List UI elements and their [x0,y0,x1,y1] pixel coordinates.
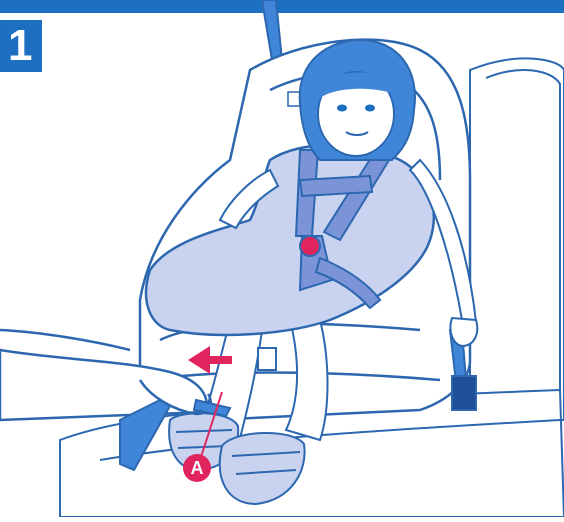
callout-label-a: A [191,458,204,478]
harness-buckle [300,236,320,256]
step-number-badge: 1 [0,20,42,72]
step-number: 1 [8,22,32,70]
child-head [300,40,415,160]
adjuster-release-button [258,348,276,370]
header-band [0,0,564,14]
